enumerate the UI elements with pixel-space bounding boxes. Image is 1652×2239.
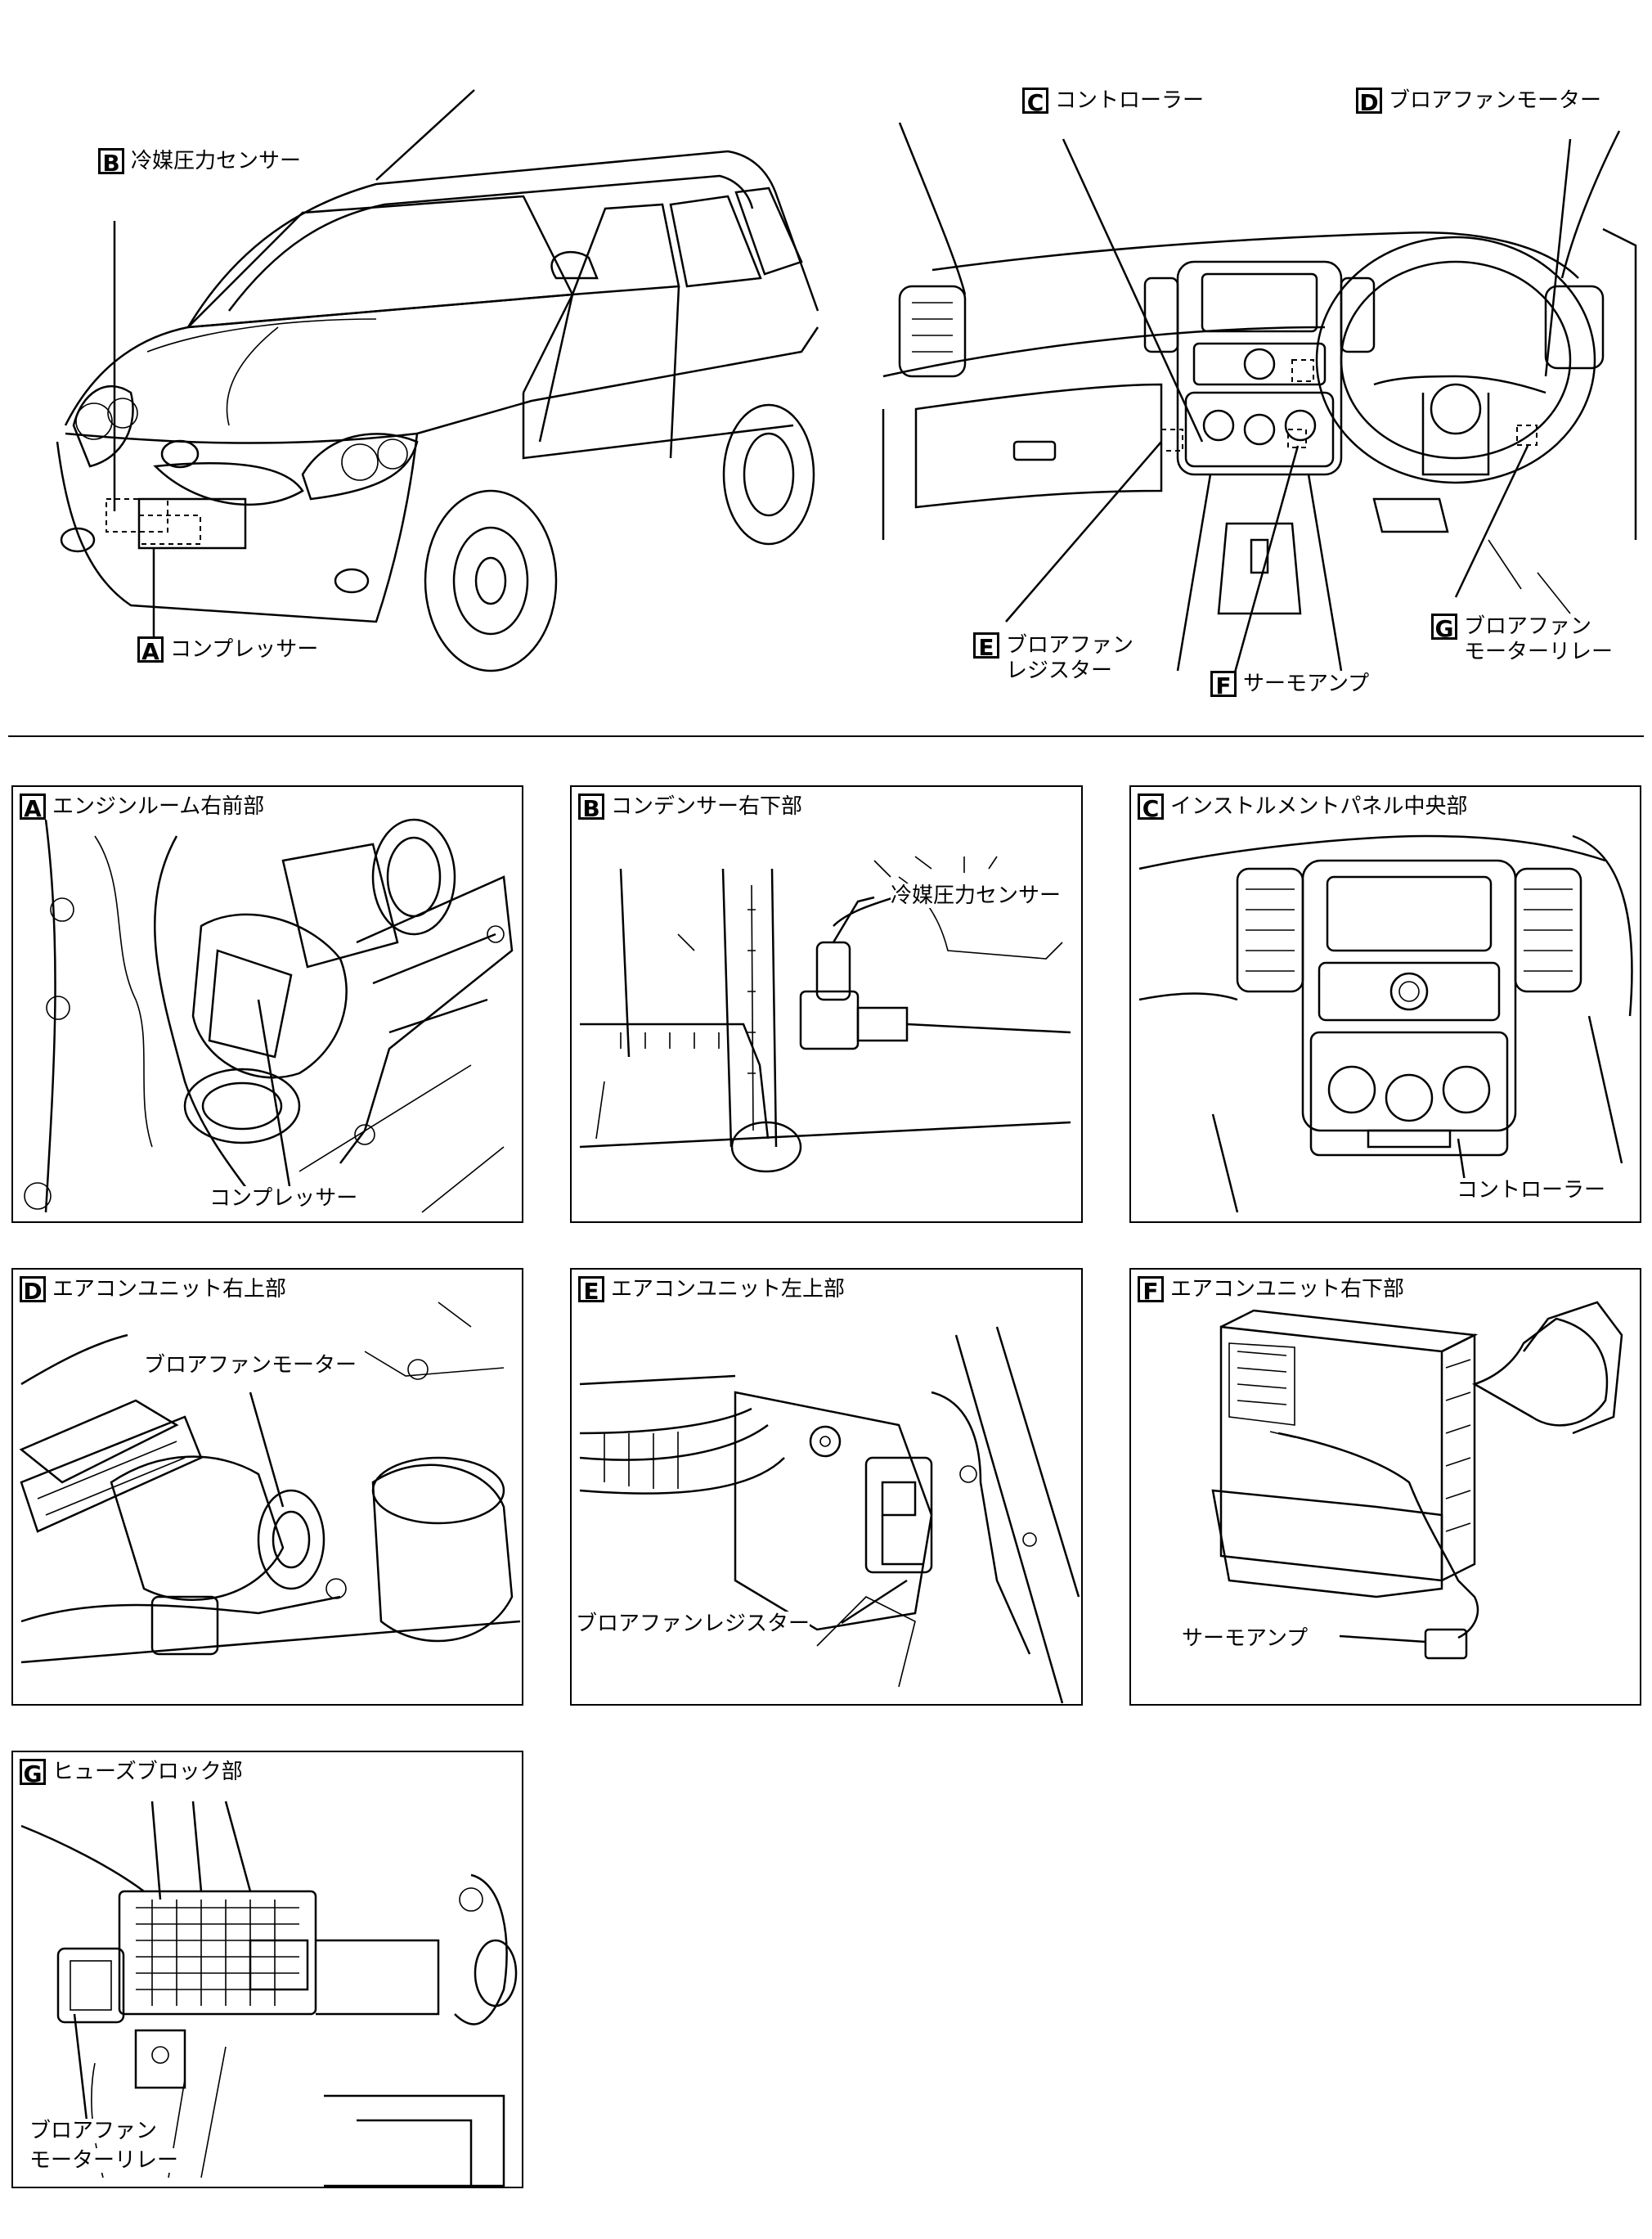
detail-panel-f: F エアコンユニット右下部 サーモアンプ xyxy=(1129,1268,1641,1706)
label-blower-fan-motor-relay-line1: ブロアファン xyxy=(1464,614,1592,639)
car-overview-illustration xyxy=(56,89,819,672)
panel-b-illustration xyxy=(579,856,1071,1173)
badge-b: B xyxy=(98,148,124,177)
panel-c-illustration xyxy=(1138,834,1633,1213)
callout-label-d-blower-fan-motor: D ブロアファンモーター xyxy=(1356,88,1602,116)
panel-a-title: A エンジンルーム右前部 xyxy=(20,794,265,822)
label-thermo-amp: サーモアンプ xyxy=(1243,672,1370,696)
panel-d-illustration xyxy=(19,1302,521,1664)
panel-a-illustration xyxy=(24,818,514,1213)
panel-c-callout-controller: コントローラー xyxy=(1457,1178,1606,1203)
label-blower-fan-motor: ブロアファンモーター xyxy=(1389,88,1602,113)
label-controller: コントローラー xyxy=(1055,88,1205,113)
callout-label-f-thermo-amp: F サーモアンプ xyxy=(1210,671,1370,699)
badge-e: E xyxy=(973,632,999,661)
detail-panel-c: C インストルメントパネル中央部 コントローラー xyxy=(1129,785,1641,1223)
panel-g-callout-line1: ブロアファン xyxy=(29,2119,158,2143)
callout-label-e-blower-fan-resistor: E ブロアファン レジスター xyxy=(973,632,1134,683)
panel-e-badge: E xyxy=(578,1276,604,1305)
panel-c-badge: C xyxy=(1138,794,1164,822)
panel-e-callout-blower-fan-resistor: ブロアファンレジスター xyxy=(576,1612,810,1636)
panel-c-title-text: インストルメントパネル中央部 xyxy=(1170,794,1468,819)
panel-d-callout-blower-fan-motor: ブロアファンモーター xyxy=(144,1353,357,1378)
detail-panel-g: G ヒューズブロック部 ブロアファン モーターリレー xyxy=(11,1751,523,2188)
panel-f-callout-thermo-amp: サーモアンプ xyxy=(1182,1626,1309,1651)
panel-b-badge: B xyxy=(578,794,604,822)
label-blower-fan-resistor-line1: ブロアファン xyxy=(1006,633,1134,658)
panel-f-illustration xyxy=(1211,1301,1623,1660)
badge-g: G xyxy=(1431,614,1457,642)
section-divider xyxy=(8,735,1644,737)
panel-g-callout-line2: モーターリレー xyxy=(29,2148,179,2173)
detail-panel-a: A エンジンルーム右前部 コンプレッサー xyxy=(11,785,523,1223)
callout-label-c-controller: C コントローラー xyxy=(1022,88,1205,116)
detail-panel-e: E エアコンユニット左上部 ブロアファンレジスター xyxy=(570,1268,1083,1706)
panel-f-title: F エアコンユニット右下部 xyxy=(1138,1276,1405,1305)
panel-g-title-text: ヒューズブロック部 xyxy=(52,1760,243,1784)
callout-label-a-compressor: A コンプレッサー xyxy=(137,636,319,665)
panel-g-badge: G xyxy=(20,1759,46,1787)
panel-a-title-text: エンジンルーム右前部 xyxy=(52,794,265,819)
panel-e-title: E エアコンユニット左上部 xyxy=(578,1276,846,1305)
badge-d: D xyxy=(1356,88,1382,116)
panel-b-callout-refrigerant-pressure-sensor: 冷媒圧力センサー xyxy=(891,883,1062,908)
label-blower-fan-resistor-line2: レジスター xyxy=(1006,659,1113,683)
panel-c-title: C インストルメントパネル中央部 xyxy=(1138,794,1468,822)
panel-f-title-text: エアコンユニット右下部 xyxy=(1170,1277,1405,1302)
detail-panel-d: D エアコンユニット右上部 ブロアファンモーター xyxy=(11,1268,523,1706)
label-blower-fan-motor-relay-line2: モーターリレー xyxy=(1464,640,1614,664)
panel-g-title: G ヒューズブロック部 xyxy=(20,1759,243,1787)
panel-a-callout-compressor: コンプレッサー xyxy=(209,1186,358,1211)
panel-e-illustration xyxy=(579,1326,1080,1704)
badge-a: A xyxy=(137,636,164,665)
panel-d-title-text: エアコンユニット右上部 xyxy=(52,1277,287,1302)
callout-label-g-blower-fan-motor-relay: G ブロアファン モーターリレー xyxy=(1431,614,1613,664)
detail-panel-b: B コンデンサー右下部 冷媒圧力センサー xyxy=(570,785,1083,1223)
panel-e-title-text: エアコンユニット左上部 xyxy=(611,1277,846,1302)
panel-d-badge: D xyxy=(20,1276,46,1305)
panel-b-title: B コンデンサー右下部 xyxy=(578,794,803,822)
badge-c: C xyxy=(1022,88,1048,116)
label-refrigerant-pressure-sensor: 冷媒圧力センサー xyxy=(131,149,302,173)
dashboard-overview-illustration xyxy=(882,122,1637,688)
callout-label-b-refrigerant-pressure-sensor: B 冷媒圧力センサー xyxy=(98,148,302,177)
panel-d-title: D エアコンユニット右上部 xyxy=(20,1276,287,1305)
panel-a-badge: A xyxy=(20,794,46,822)
badge-f: F xyxy=(1210,671,1237,699)
panel-b-title-text: コンデンサー右下部 xyxy=(611,794,803,819)
label-compressor: コンプレッサー xyxy=(170,637,319,662)
panel-f-badge: F xyxy=(1138,1276,1164,1305)
